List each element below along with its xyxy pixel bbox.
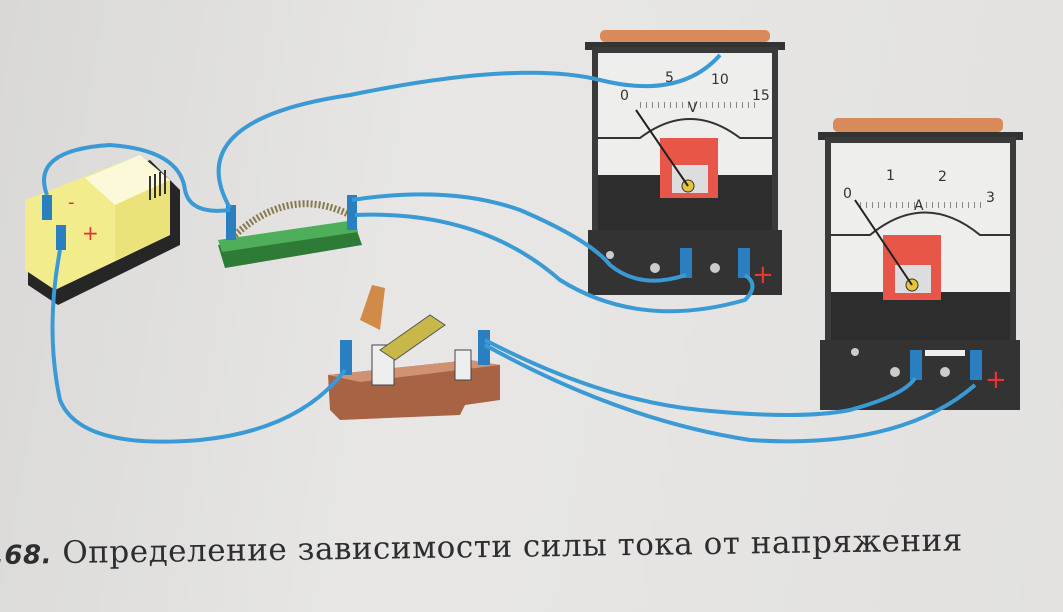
voltmeter-unit: V	[688, 100, 698, 116]
wires	[42, 53, 977, 444]
ammeter-scale-3: 3	[986, 190, 995, 206]
voltmeter-scale-10: 10	[711, 72, 729, 88]
voltmeter-plus-label: +	[752, 260, 774, 290]
battery-minus-label: -	[68, 192, 75, 213]
ammeter: 0 1 2 3 A +	[818, 118, 1023, 410]
battery-terminal-clip	[56, 225, 66, 250]
rheostat	[218, 195, 362, 268]
voltmeter-scale-15: 15	[752, 88, 770, 104]
ammeter-scale-0: 0	[843, 186, 852, 202]
voltmeter-scale-0: 0	[620, 88, 629, 104]
figure-number: 68.	[4, 540, 53, 571]
battery-plus-label: +	[82, 221, 99, 245]
voltmeter: 0 5 10 15 V +	[585, 30, 785, 295]
battery: - +	[25, 155, 180, 305]
voltmeter-scale-5: 5	[665, 70, 674, 86]
knife-switch	[328, 285, 500, 420]
ammeter-unit: A	[914, 198, 924, 214]
ammeter-plus-label: +	[985, 365, 1007, 395]
ammeter-scale-2: 2	[938, 169, 947, 185]
ammeter-scale-1: 1	[886, 168, 895, 184]
battery-terminal-clip	[42, 195, 52, 220]
